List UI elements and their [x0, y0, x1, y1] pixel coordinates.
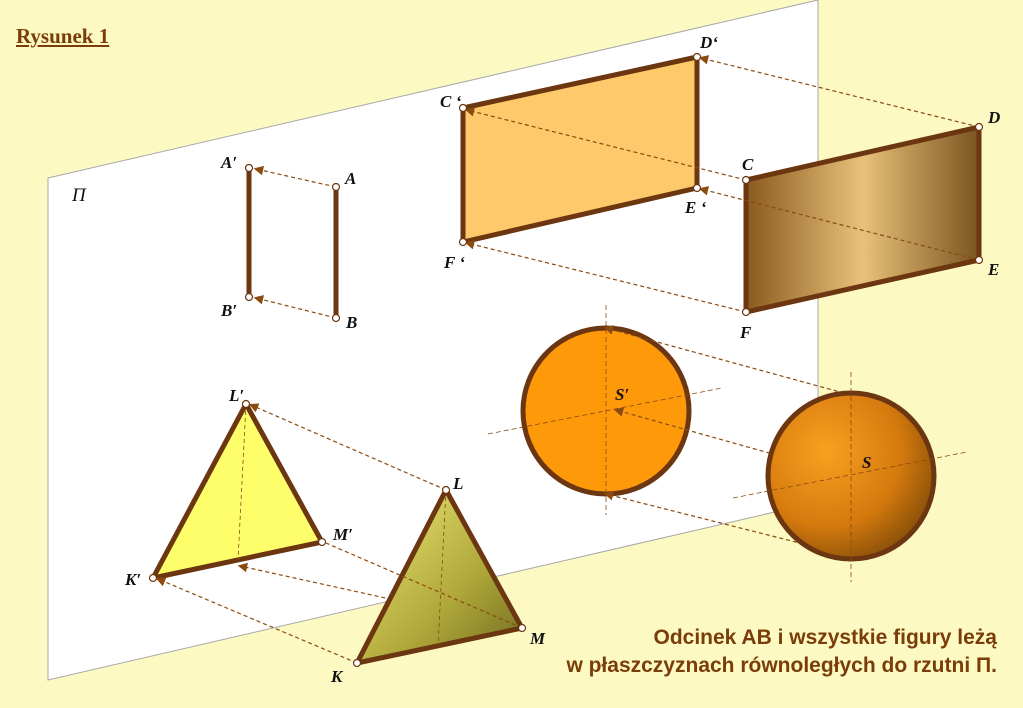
triangle-projection-group: K L M K′ L′ M′: [124, 386, 546, 686]
caption-line-2: w płaszczyznach równoległych do rzutni Π…: [566, 654, 997, 677]
label-e: E: [987, 260, 999, 279]
point-d: [974, 122, 984, 132]
label-l: L: [452, 474, 463, 493]
caption: Odcinek AB i wszystkie figury leżą w pła…: [566, 624, 997, 680]
point-m-prime: [317, 537, 327, 547]
point-e-prime: [692, 183, 702, 193]
label-a-prime: A′: [220, 153, 237, 172]
segment-projection-group: A B A′ B′: [220, 153, 357, 332]
projection-ray-l: [248, 403, 447, 491]
point-f-prime: [458, 237, 468, 247]
projection-ray-c: [464, 107, 747, 181]
triangle-klm-prime-median: [237, 403, 247, 561]
label-s-prime: S′: [615, 385, 629, 404]
point-c-prime: [458, 103, 468, 113]
point-c: [741, 175, 751, 185]
caption-line-1: Odcinek AB i wszystkie figury leżą: [653, 626, 997, 649]
label-m: M: [529, 629, 546, 648]
projection-ray-m: [237, 562, 523, 629]
label-e-prime: E ‘: [684, 198, 707, 217]
figure-title: Rysunek 1: [16, 24, 110, 48]
label-d-prime: D‘: [699, 33, 718, 52]
label-m-prime: M′: [332, 525, 353, 544]
label-b-prime: B′: [220, 301, 237, 320]
point-l-prime: [241, 399, 251, 409]
projection-ray-m-prime: [325, 542, 523, 629]
plane-label: Π: [71, 185, 87, 206]
label-a: A: [344, 169, 356, 188]
triangle-klm-prime: [150, 401, 325, 581]
point-e: [974, 255, 984, 265]
projection-ray-k: [155, 577, 358, 664]
label-k: K: [330, 667, 344, 686]
projection-ray-d: [698, 55, 980, 128]
point-b: [331, 313, 341, 323]
triangle-klm-median: [437, 489, 447, 647]
label-f: F: [739, 323, 752, 342]
label-k-prime: K′: [124, 570, 141, 589]
label-b: B: [345, 313, 357, 332]
point-a: [331, 182, 341, 192]
point-d-prime: [692, 52, 702, 62]
label-f-prime: F ‘: [443, 253, 465, 272]
rectangle-projection-group: C D E F C ‘ D‘ E ‘ F ‘: [440, 33, 1000, 342]
point-k-prime: [148, 573, 158, 583]
label-s: S: [862, 453, 871, 472]
label-c: C: [742, 155, 754, 174]
projection-ray-e: [698, 186, 980, 261]
point-f: [741, 307, 751, 317]
projection-ray-s: [613, 407, 852, 477]
point-a-prime: [244, 163, 254, 173]
point-b-prime: [244, 292, 254, 302]
point-k: [352, 658, 362, 668]
projection-ray-top-circle: [603, 325, 852, 396]
projection-ray-f: [464, 240, 747, 313]
point-l: [441, 485, 451, 495]
circle-projection-group: S S′: [487, 305, 968, 582]
point-m: [517, 623, 527, 633]
triangle-klm: [354, 487, 525, 666]
label-l-prime: L′: [228, 386, 244, 405]
label-d: D: [987, 108, 1000, 127]
label-c-prime: C ‘: [440, 92, 462, 111]
